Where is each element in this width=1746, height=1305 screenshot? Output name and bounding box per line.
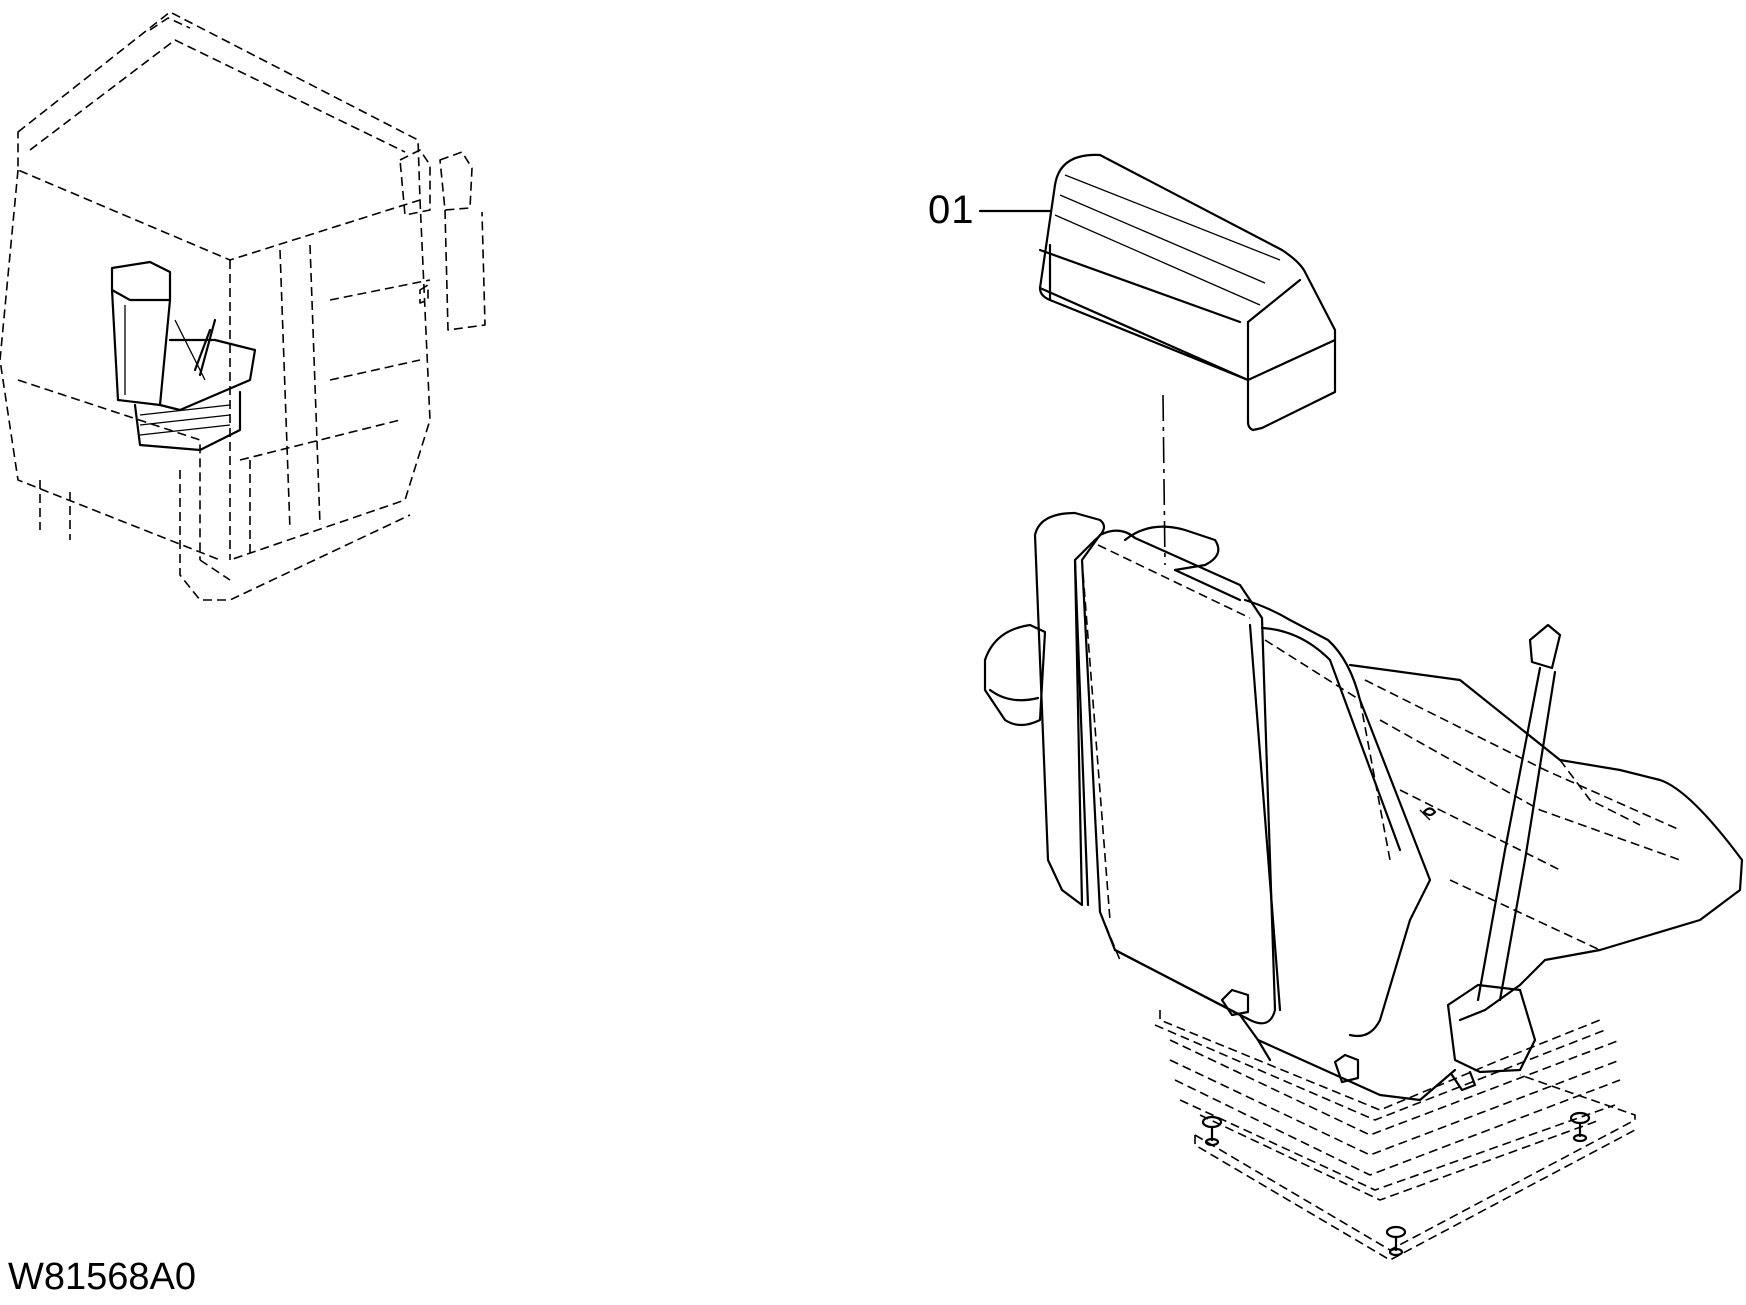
callout-label-01: 01 <box>928 188 975 232</box>
seat-assembly <box>983 511 1744 1261</box>
drawing-number: W81568A0 <box>8 1256 197 1298</box>
assembly-centerline <box>1162 394 1166 566</box>
headrest-part <box>1038 153 1337 432</box>
cab-overview <box>0 11 486 601</box>
